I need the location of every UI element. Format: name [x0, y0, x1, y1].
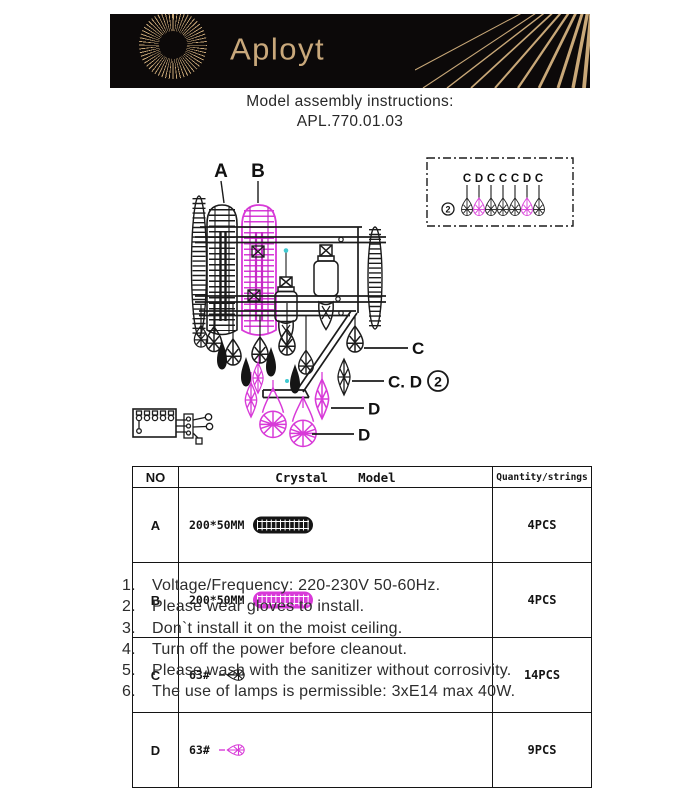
svg-text:D: D — [475, 173, 483, 185]
frame-drawing — [195, 226, 386, 399]
row-a-qty: 4PCS — [492, 487, 592, 563]
label-part-c: C — [412, 339, 424, 358]
magenta-oval-crystal-icon — [253, 591, 314, 609]
instruction-item: 4. Turn off the power before cleanout. — [122, 639, 642, 660]
instruction-text: Please wash with the sanitizer without c… — [152, 662, 512, 680]
col-header-model: Crystal Model — [178, 466, 493, 488]
black-oval-crystal-icon — [253, 516, 314, 534]
instructions-list: 1. Voltage/Frequency: 220-230V 50-60Hz. … — [122, 575, 642, 703]
sunburst-icon — [139, 14, 207, 79]
svg-text:C: C — [511, 173, 519, 185]
part-labels: A B C C. D 2 D D — [214, 161, 449, 445]
svg-text:C: C — [535, 173, 543, 185]
instruction-number: 3. — [122, 619, 136, 637]
svg-text:C: C — [499, 173, 507, 185]
instruction-item: 6. The use of lamps is permissible: 3xE1… — [122, 681, 642, 702]
title-line1: Model assembly instructions: — [246, 93, 454, 110]
table-row-a: A 200*50MM 4PCS — [132, 487, 592, 563]
label-part-cd: C. D — [388, 373, 422, 392]
row-c-size: 63# — [189, 668, 210, 682]
inset-pendants — [461, 185, 545, 216]
step-2-badge-circle — [427, 370, 449, 392]
right-side-crystal-column — [367, 226, 383, 330]
instruction-text: Voltage/Frequency: 220-230V 50-60Hz. — [152, 577, 441, 594]
row-b-size: 200*50MM — [189, 593, 245, 607]
row-b-qty: 4PCS — [492, 562, 592, 638]
label-part-d1: D — [368, 400, 380, 419]
label-part-d2: D — [358, 426, 370, 445]
label-part-b: B — [251, 161, 265, 182]
black-teardrop-crystal-icon — [218, 669, 245, 681]
instruction-item: 1. Voltage/Frequency: 220-230V 50-60Hz. — [122, 575, 642, 596]
table-row-b: B 200*50MM 4PCS — [132, 562, 592, 638]
instruction-number: 2. — [122, 598, 136, 616]
pendant-c-target — [346, 325, 364, 353]
cyan-marker-dot — [283, 248, 289, 253]
cyan-marker-dot — [285, 379, 289, 383]
svg-text:C: C — [463, 173, 471, 185]
col-header-qty: Quantity/strings — [492, 466, 592, 488]
crystal-b-drawing — [241, 204, 277, 336]
bulb-big-drawing — [313, 244, 339, 331]
col-header-no: NO — [132, 466, 179, 488]
row-a-no: A — [132, 487, 179, 563]
instruction-item: 5. Please wash with the sanitizer withou… — [122, 660, 642, 681]
instruction-text: Turn off the power before cleanout. — [152, 640, 408, 658]
title-line2-model-code: APL.770.01.03 — [296, 112, 404, 130]
instruction-text: The use of lamps is permissible: 3xE14 m… — [152, 683, 516, 701]
brand-banner: Aployt — [110, 14, 590, 88]
row-d-size: 63# — [189, 743, 210, 757]
label-part-a: A — [214, 161, 228, 182]
pendant-cd-target — [337, 358, 351, 396]
instruction-number: 6. — [122, 683, 136, 701]
brand-name: Aployt — [230, 31, 326, 67]
table-row-d: D 63# 9PCS — [132, 712, 592, 788]
decorative-rays — [415, 14, 590, 88]
instruction-item: 3. Don`t install it on the moist ceiling… — [122, 618, 642, 639]
svg-text:C: C — [487, 173, 495, 185]
pendant-stems-magenta — [250, 356, 323, 408]
terminal-block-drawing — [132, 408, 214, 445]
inset-badge-number: 2 — [445, 205, 450, 215]
row-d-qty: 9PCS — [492, 712, 592, 788]
crystal-order-inset: 2 C D C C C D C — [426, 157, 574, 227]
pendant-stems-black — [200, 303, 356, 364]
instruction-text: Please wear gloves to install. — [152, 598, 365, 616]
instruction-number: 5. — [122, 662, 136, 680]
assembly-diagram: A B C C. D 2 D D 2 C D C C C D C — [132, 157, 574, 448]
magenta-teardrop-crystal-icon — [218, 744, 245, 756]
inset-letters: C D C C C D C — [463, 173, 543, 185]
table-header-row: NO Crystal Model Quantity/strings — [132, 466, 592, 488]
bulb-small-drawing — [274, 252, 298, 346]
instruction-number: 4. — [122, 640, 136, 658]
instruction-number: 1. — [122, 577, 136, 594]
row-d-no: D — [132, 712, 179, 788]
svg-text:D: D — [523, 173, 531, 185]
row-a-size: 200*50MM — [189, 518, 245, 532]
step-2-badge-number: 2 — [434, 374, 442, 390]
instruction-item: 2. Please wear gloves to install. — [122, 596, 642, 617]
instruction-text: Don`t install it on the moist ceiling. — [152, 619, 403, 637]
pendant-d1-target — [314, 378, 330, 420]
page-title: Model assembly instructions: APL.770.01.… — [0, 92, 700, 131]
